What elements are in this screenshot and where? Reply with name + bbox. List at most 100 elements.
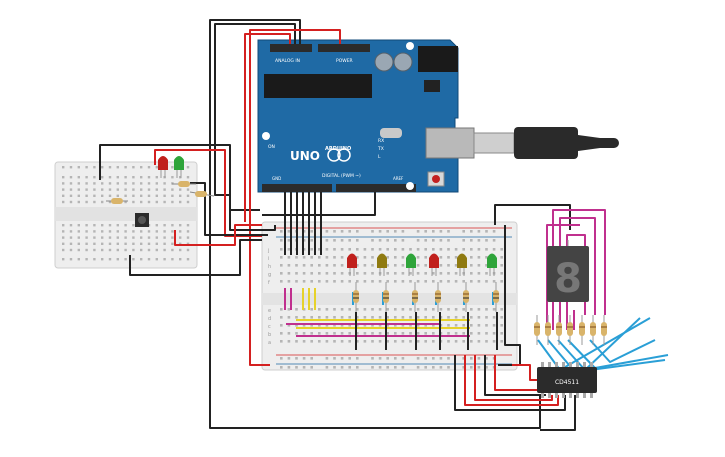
rail-hole[interactable]: [155, 166, 158, 169]
breadboard-hole[interactable]: [371, 308, 374, 311]
breadboard-hole[interactable]: [348, 308, 351, 311]
breadboard-hole[interactable]: [85, 230, 88, 233]
breadboard-hole[interactable]: [371, 332, 374, 335]
breadboard-hole[interactable]: [318, 256, 321, 259]
breadboard-hole[interactable]: [432, 324, 435, 327]
breadboard-hole[interactable]: [93, 236, 96, 239]
breadboard-hole[interactable]: [340, 280, 344, 283]
resistor[interactable]: [412, 282, 418, 312]
breadboard-hole[interactable]: [325, 340, 329, 343]
breadboard-hole[interactable]: [132, 236, 135, 239]
breadboard-hole[interactable]: [140, 182, 143, 185]
breadboard-hole[interactable]: [348, 316, 351, 319]
breadboard-hole[interactable]: [116, 188, 119, 191]
rail-hole[interactable]: [132, 258, 135, 261]
rail-hole[interactable]: [140, 166, 143, 169]
breadboard-hole[interactable]: [302, 316, 306, 319]
breadboard-hole[interactable]: [454, 272, 458, 275]
breadboard-hole[interactable]: [394, 324, 397, 327]
breadboard-hole[interactable]: [295, 316, 298, 319]
rail-hole[interactable]: [325, 357, 329, 360]
breadboard-hole[interactable]: [280, 272, 283, 275]
breadboard-hole[interactable]: [186, 236, 190, 239]
breadboard-hole[interactable]: [378, 280, 382, 283]
rail-hole[interactable]: [287, 230, 291, 233]
breadboard-hole[interactable]: [69, 182, 73, 185]
breadboard-hole[interactable]: [116, 224, 119, 227]
breadboard-hole[interactable]: [302, 340, 306, 343]
breadboard-hole[interactable]: [132, 224, 135, 227]
rail-hole[interactable]: [62, 166, 65, 169]
breadboard-hole[interactable]: [179, 176, 182, 179]
breadboard-hole[interactable]: [416, 340, 420, 343]
rail-hole[interactable]: [310, 366, 313, 369]
breadboard-hole[interactable]: [470, 256, 473, 259]
rail-hole[interactable]: [140, 258, 143, 261]
rail-hole[interactable]: [394, 366, 397, 369]
rail-hole[interactable]: [280, 357, 283, 360]
chip-pin[interactable]: [590, 362, 593, 367]
breadboard-hole[interactable]: [124, 182, 127, 185]
breadboard-hole[interactable]: [363, 248, 367, 251]
breadboard-hole[interactable]: [93, 248, 96, 252]
breadboard-hole[interactable]: [325, 248, 329, 251]
breadboard-hole[interactable]: [124, 200, 127, 204]
breadboard-hole[interactable]: [454, 308, 458, 311]
breadboard-hole[interactable]: [62, 224, 65, 227]
breadboard-hole[interactable]: [302, 264, 306, 267]
breadboard-hole[interactable]: [140, 176, 143, 179]
rail-hole[interactable]: [439, 366, 443, 369]
push-button[interactable]: [135, 213, 149, 227]
breadboard-hole[interactable]: [124, 224, 127, 227]
breadboard-hole[interactable]: [108, 200, 112, 204]
breadboard-hole[interactable]: [302, 332, 306, 335]
rail-hole[interactable]: [325, 366, 329, 369]
breadboard-hole[interactable]: [124, 236, 127, 239]
breadboard-hole[interactable]: [69, 248, 73, 252]
rail-hole[interactable]: [147, 258, 151, 261]
breadboard-hole[interactable]: [340, 316, 344, 319]
chip-pin[interactable]: [569, 362, 572, 367]
breadboard-hole[interactable]: [462, 332, 465, 335]
breadboard-hole[interactable]: [163, 236, 166, 239]
breadboard-hole[interactable]: [500, 272, 503, 275]
breadboard-hole[interactable]: [93, 230, 96, 233]
breadboard-hole[interactable]: [416, 324, 420, 327]
breadboard-hole[interactable]: [171, 236, 174, 239]
breadboard-hole[interactable]: [108, 242, 112, 245]
breadboard-hole[interactable]: [132, 230, 135, 233]
breadboard-hole[interactable]: [409, 248, 412, 251]
breadboard-hole[interactable]: [69, 242, 73, 245]
breadboard-hole[interactable]: [171, 176, 174, 179]
rail-hole[interactable]: [280, 239, 283, 242]
led-green[interactable]: [487, 253, 497, 277]
rail-hole[interactable]: [462, 366, 465, 369]
breadboard-hole[interactable]: [140, 194, 143, 197]
breadboard-hole[interactable]: [325, 272, 329, 275]
rail-hole[interactable]: [186, 166, 190, 169]
breadboard-hole[interactable]: [363, 340, 367, 343]
breadboard-hole[interactable]: [310, 272, 313, 275]
breadboard-hole[interactable]: [462, 280, 465, 283]
breadboard-hole[interactable]: [470, 308, 473, 311]
breadboard-hole[interactable]: [69, 200, 73, 204]
breadboard-hole[interactable]: [302, 256, 306, 259]
breadboard-hole[interactable]: [77, 230, 80, 233]
rail-hole[interactable]: [77, 166, 80, 169]
breadboard-hole[interactable]: [155, 182, 158, 185]
breadboard-hole[interactable]: [492, 324, 496, 327]
breadboard-hole[interactable]: [108, 230, 112, 233]
breadboard-hole[interactable]: [186, 200, 190, 204]
rail-hole[interactable]: [424, 239, 427, 242]
breadboard-hole[interactable]: [85, 176, 88, 179]
breadboard-hole[interactable]: [447, 316, 450, 319]
breadboard-hole[interactable]: [325, 308, 329, 311]
breadboard-hole[interactable]: [302, 324, 306, 327]
breadboard-hole[interactable]: [485, 340, 488, 343]
breadboard-hole[interactable]: [93, 194, 96, 197]
breadboard-hole[interactable]: [348, 332, 351, 335]
breadboard-hole[interactable]: [171, 182, 174, 185]
breadboard-hole[interactable]: [492, 332, 496, 335]
breadboard-hole[interactable]: [424, 256, 427, 259]
chip-pin[interactable]: [541, 393, 544, 398]
